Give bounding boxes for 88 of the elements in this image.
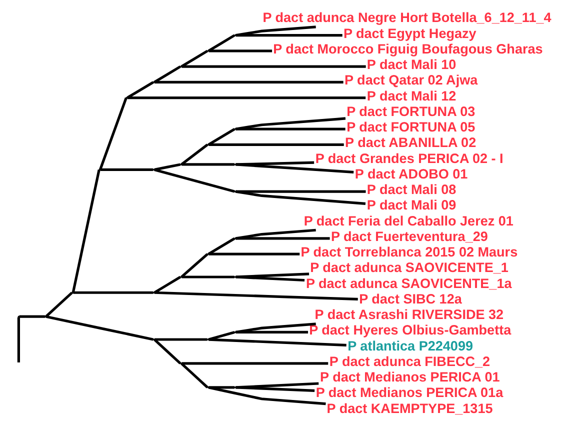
node-text: P dact Mali 08 xyxy=(366,182,456,198)
connector xyxy=(182,163,234,166)
node-point xyxy=(234,190,236,192)
node-text: P dact Mali 12 xyxy=(366,88,456,104)
connector xyxy=(17,317,20,362)
connector xyxy=(127,96,366,100)
node-text: P dact ADOBO 01 xyxy=(354,166,468,182)
node-text: P dact FORTUNA 05 xyxy=(346,120,476,135)
node-point xyxy=(180,164,182,166)
connector xyxy=(236,237,330,240)
connector xyxy=(236,26,316,37)
connector xyxy=(208,338,346,346)
node-text: P dact adunca SAOVICENTE_1 xyxy=(310,260,508,276)
node-point xyxy=(152,168,155,171)
connector xyxy=(182,276,234,278)
connector xyxy=(208,143,344,146)
connector xyxy=(208,252,300,256)
connector xyxy=(154,338,182,364)
connector xyxy=(154,80,344,84)
connector xyxy=(236,276,305,282)
connector xyxy=(236,128,346,130)
node-text: P dact Torreblanca 2015 02 Maurs xyxy=(300,244,518,260)
node-text: P dact KAEMPTYPE_1315 xyxy=(326,400,493,416)
node-text: P dact Feria del Caballo Jerez 01 xyxy=(304,213,514,228)
node-point xyxy=(207,50,209,52)
node-point xyxy=(207,386,209,388)
connector xyxy=(236,322,316,334)
node-text: P dact Hyeres Olbius-Gambetta xyxy=(309,322,512,338)
node-point xyxy=(180,362,182,364)
node-text: P dact Grandes PERICA 02 - I xyxy=(315,150,504,166)
connector xyxy=(154,338,208,341)
node-point xyxy=(207,144,209,146)
node-text: P dact adunca SAOVICENTE_1a xyxy=(306,276,512,291)
node-point xyxy=(44,316,47,318)
node-text: P dact ABANILLA 02 xyxy=(345,135,476,150)
connector xyxy=(100,168,154,171)
node-point xyxy=(152,338,155,340)
node-point xyxy=(98,168,101,171)
connector xyxy=(19,315,46,318)
connector xyxy=(236,163,354,174)
connector xyxy=(236,386,315,392)
connector xyxy=(236,330,308,334)
node-text: P atlantica P224099 xyxy=(348,338,474,354)
node-text: P dact Mali 09 xyxy=(366,198,456,213)
node-point xyxy=(234,164,236,166)
connector xyxy=(236,34,342,37)
connector xyxy=(236,382,319,389)
connector xyxy=(154,163,181,171)
node-point xyxy=(72,292,74,294)
connector xyxy=(236,117,346,130)
node-text: P dact Medianos PERICA 01 xyxy=(320,370,500,385)
node-text: P dact adunca FIBECC_2 xyxy=(329,354,490,369)
node-text: P dact Morocco Figuig Boufagous Gharas xyxy=(273,41,543,56)
connector xyxy=(182,362,328,365)
node-text: P dact Asrashi RIVERSIDE 32 xyxy=(314,307,504,322)
node-point xyxy=(207,253,209,255)
node-text: P dact FORTUNA 03 xyxy=(346,104,476,119)
connector xyxy=(236,161,314,166)
node-text: P dact Egypt Hegazy xyxy=(343,26,476,41)
node-text: P dact Medianos PERICA 01a xyxy=(316,385,504,400)
node-text: P dact Qatar 02 Ajwa xyxy=(344,72,478,88)
node-text: P dact SIBC 12a xyxy=(359,291,462,306)
node-text: P dact Mali 10 xyxy=(366,57,456,72)
node-point xyxy=(234,331,236,334)
connector xyxy=(154,291,358,301)
connector xyxy=(208,330,235,341)
connector xyxy=(236,272,310,278)
connector xyxy=(236,190,366,205)
connector xyxy=(236,228,316,240)
node-point xyxy=(234,386,236,388)
connector xyxy=(208,50,272,52)
node-point xyxy=(152,81,155,84)
node-point xyxy=(126,96,128,99)
connector xyxy=(208,386,235,389)
node-point xyxy=(152,292,155,294)
node-point xyxy=(234,276,236,278)
node-text: P dact Fuerteventura_29 xyxy=(330,228,488,244)
node-point xyxy=(207,338,209,340)
node-text: P dact adunca Negre Hort Botella_6_12_11_4 xyxy=(262,10,552,26)
connector xyxy=(154,168,235,193)
node-point xyxy=(180,276,182,278)
connector xyxy=(73,291,154,294)
connector xyxy=(182,65,366,68)
node-point xyxy=(234,128,236,130)
node-point xyxy=(180,66,182,68)
node-point xyxy=(18,316,20,318)
node-point xyxy=(234,238,236,240)
node-point xyxy=(234,34,236,36)
